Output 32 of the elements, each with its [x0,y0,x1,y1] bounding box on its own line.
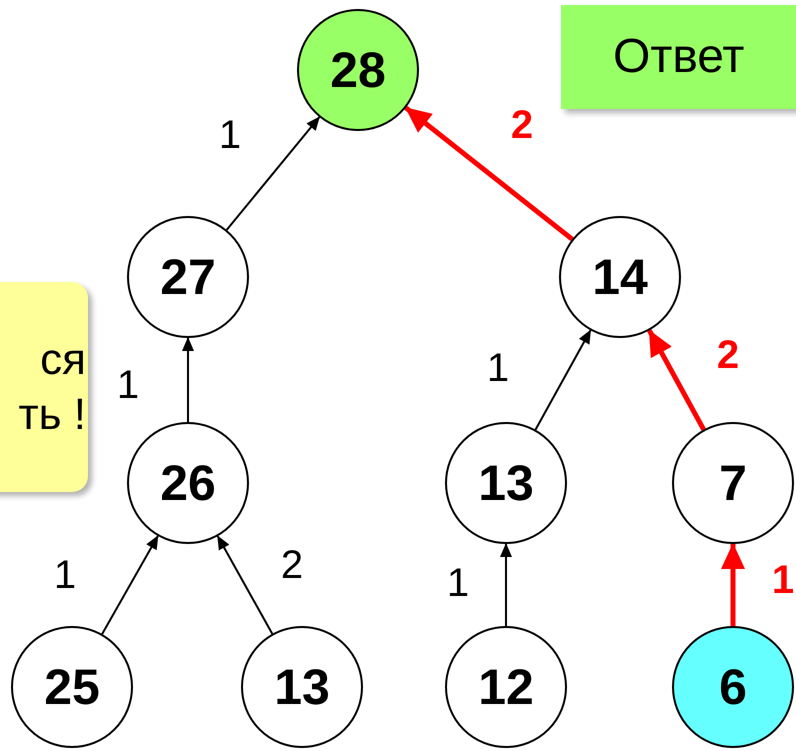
node-value: 12 [478,662,534,712]
edge-label: 1 [772,560,794,600]
arrow [500,543,512,626]
node-value: 14 [592,252,648,302]
edge-label: 2 [510,105,534,145]
callout-text: ся ть ! [17,334,86,441]
answer-text: Ответ [613,33,744,81]
callout-box [0,282,88,492]
node-value: 13 [274,662,330,712]
answer-box [561,5,796,109]
arrow [721,543,745,626]
node-value: 7 [719,458,747,508]
arrow [101,535,159,634]
node-value: 26 [160,458,216,508]
edge-label: 2 [280,545,304,585]
node-value: 25 [44,662,100,712]
node-value: 13 [478,458,534,508]
edge-label: 1 [446,563,470,603]
edge-label: 1 [54,555,76,595]
arrow [647,329,706,431]
arrow [216,535,274,634]
node-value: 28 [330,45,386,95]
edge-label: 1 [486,348,510,388]
arrow [182,337,194,422]
edge-label: 2 [716,335,740,375]
node-value: 6 [719,662,747,712]
arrow [534,330,592,430]
arrow [404,106,574,242]
arrow [226,116,320,230]
edge-label: 1 [218,115,242,155]
edge-label: 1 [116,365,140,405]
node-value: 27 [160,252,216,302]
